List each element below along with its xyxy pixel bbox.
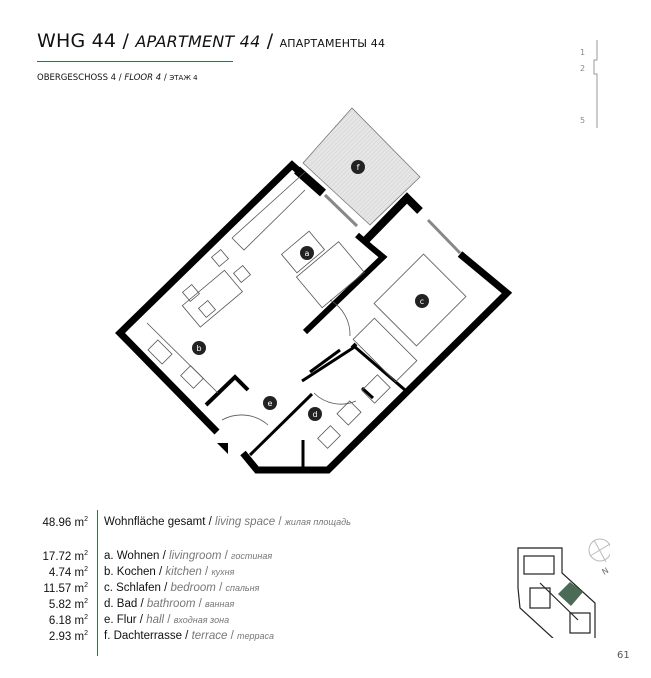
floor-de: OBERGESCHOSS 4 /	[37, 73, 122, 83]
label-sep: /	[198, 598, 202, 610]
area-unit-sup: 2	[84, 550, 88, 557]
floor-subtitle: OBERGESCHOSS 4 / FLOOR 4 / ЭТАЖ 4	[37, 73, 198, 83]
windows	[323, 193, 462, 255]
page-title: WHG 44 / APARTMENT 44 / АПАРТАМЕНТЫ 44	[37, 30, 385, 52]
label-sep: /	[224, 550, 228, 562]
floor-ru: ЭТАЖ 4	[169, 74, 198, 82]
label-en: hall	[146, 614, 165, 626]
area-unit-sup: 2	[84, 598, 88, 605]
label-ru: ванная	[205, 599, 235, 609]
label-de: e. Flur /	[104, 614, 143, 626]
furniture	[146, 171, 467, 449]
label-ru: терраса	[236, 631, 275, 641]
title-sep: /	[266, 30, 274, 52]
marker-f: f	[357, 163, 360, 172]
label-en: bedroom	[170, 582, 216, 594]
walls	[115, 160, 513, 474]
compass-icon	[588, 538, 610, 563]
page-number: 61	[617, 650, 630, 661]
area-unit-sup: 2	[84, 566, 88, 573]
area-unit-sup: 2	[84, 516, 88, 523]
area-value: 17.72 m	[42, 550, 85, 563]
floor-2: 2	[580, 64, 586, 73]
apartment-highlight	[558, 582, 583, 606]
area-unit-sup: 2	[84, 630, 88, 637]
label-sep: /	[278, 516, 282, 528]
table-divider	[97, 510, 98, 656]
label-sep: /	[205, 566, 209, 578]
floor-index: 1 2 5	[580, 40, 610, 130]
label-de: Wohnfläche gesamt /	[104, 516, 212, 528]
building-key-plan: N	[517, 538, 611, 638]
label-en: bathroom	[146, 598, 196, 610]
label-en: living space	[215, 516, 276, 528]
marker-e: e	[268, 399, 273, 408]
title-ru: АПАРТАМЕНТЫ 44	[279, 37, 386, 50]
label-sep: /	[230, 630, 234, 642]
floor-5: 5	[580, 116, 586, 125]
area-unit-sup: 2	[84, 614, 88, 621]
label-en: kitchen	[165, 566, 202, 578]
marker-b: b	[196, 344, 201, 353]
label-de: c. Schlafen /	[104, 582, 168, 594]
area-value: 6.18 m	[48, 614, 85, 627]
label-sep: /	[219, 582, 223, 594]
label-de: b. Kochen /	[104, 566, 163, 578]
label-ru: спальня	[225, 583, 260, 593]
marker-d: d	[312, 410, 317, 419]
label-de: a. Wohnen /	[104, 550, 166, 562]
title-divider	[37, 61, 233, 62]
title-en: APARTMENT 44	[135, 32, 261, 51]
area-value: 5.82 m	[48, 598, 85, 611]
area-value: 4.74 m	[48, 566, 85, 579]
label-ru: жилая площадь	[284, 517, 351, 527]
area-value: 2.93 m	[48, 630, 85, 643]
floor-1: 1	[580, 48, 586, 57]
compass-north-label: N	[601, 566, 611, 577]
area-value: 11.57 m	[43, 582, 85, 595]
marker-c: c	[420, 297, 424, 306]
title-de: WHG 44 /	[37, 30, 130, 52]
area-value: 48.96 m	[42, 516, 85, 529]
marker-a: a	[305, 249, 310, 258]
label-de: d. Bad /	[104, 598, 144, 610]
label-sep: /	[167, 614, 171, 626]
label-ru: входная зона	[173, 615, 230, 625]
label-ru: кухня	[211, 567, 235, 577]
floor-en: FLOOR 4	[124, 73, 162, 83]
label-en: livingroom	[169, 550, 222, 562]
area-unit-sup: 2	[84, 582, 88, 589]
label-en: terrace	[191, 630, 228, 642]
floor-plan: a b c d e f	[115, 107, 513, 474]
room-markers: a b c d e f	[192, 160, 429, 421]
label-de: f. Dachterrasse /	[104, 630, 189, 642]
floor-sep: /	[163, 73, 167, 83]
floor-index-line	[593, 40, 598, 128]
entrance-marker	[217, 443, 228, 454]
label-ru: гостиная	[231, 551, 273, 561]
